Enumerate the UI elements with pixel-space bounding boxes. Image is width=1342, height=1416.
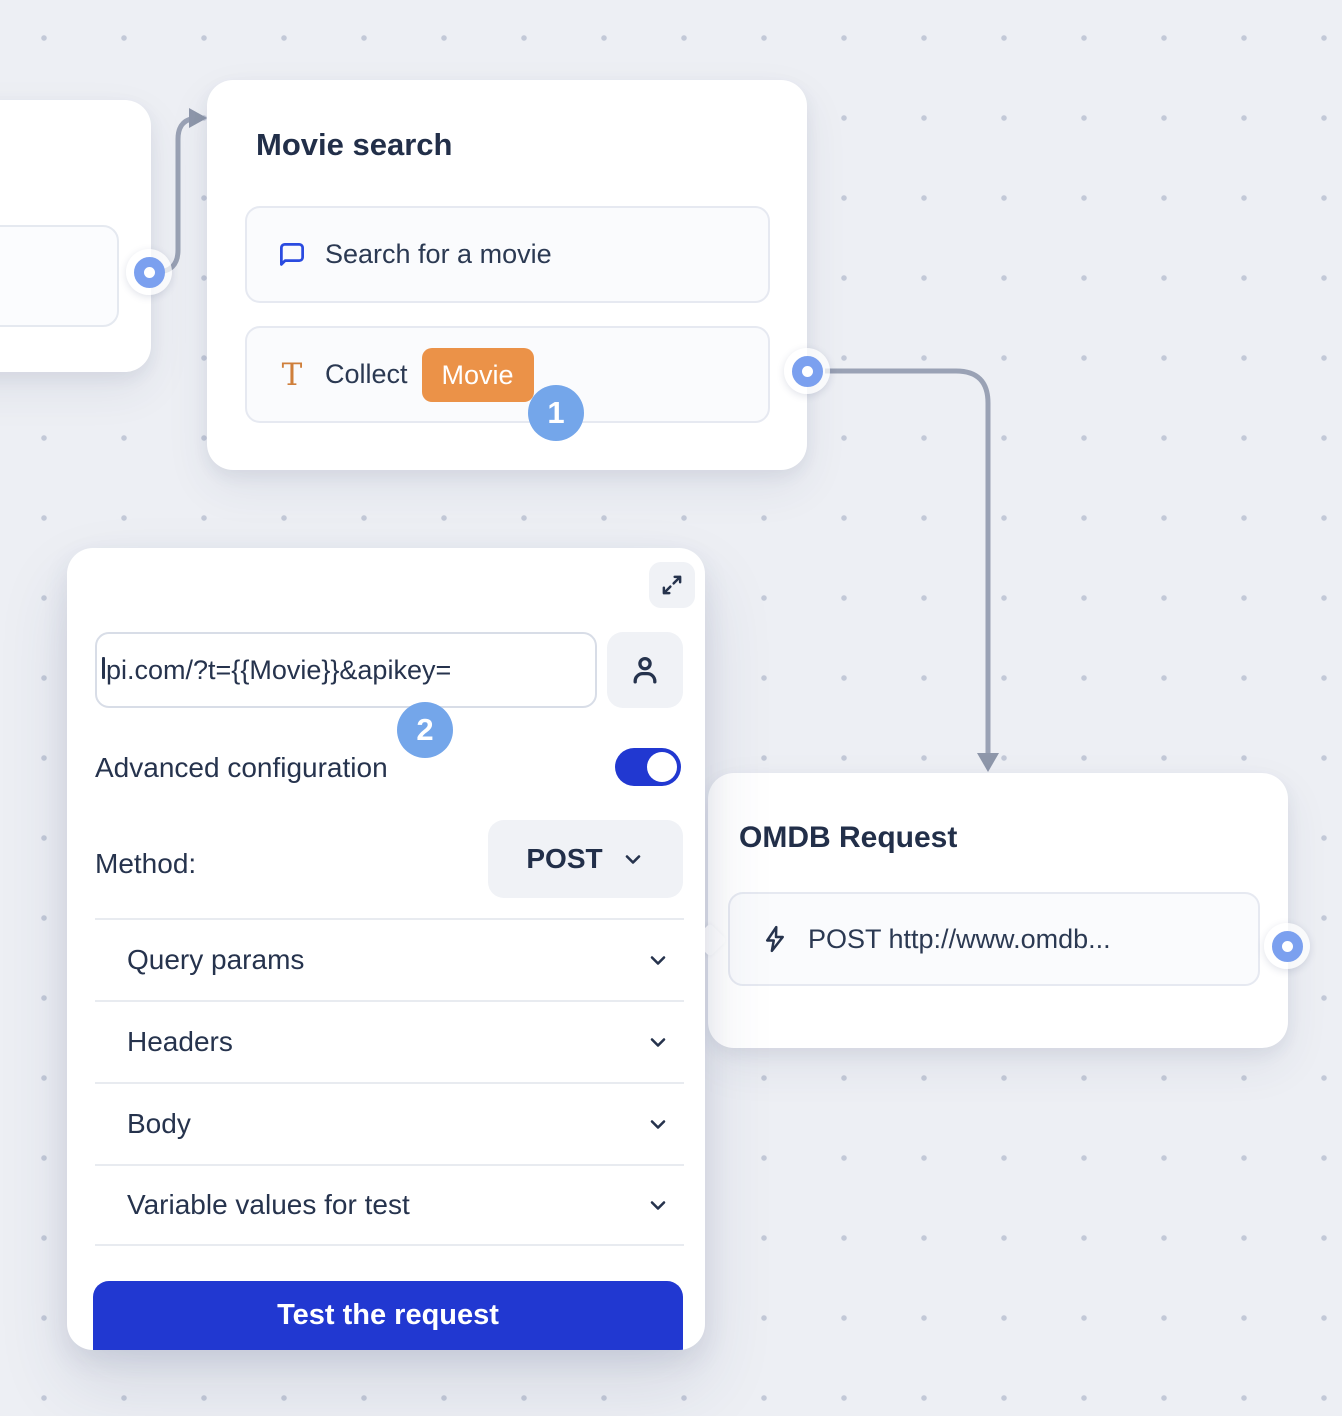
lightning-icon	[760, 924, 790, 954]
url-input-value: pi.com/?t={{Movie}}&apikey=	[106, 654, 452, 685]
test-request-button[interactable]: Test the request	[93, 1281, 683, 1350]
output-port[interactable]	[126, 249, 172, 295]
advanced-configuration-label: Advanced configuration	[95, 752, 388, 783]
chevron-down-icon	[650, 1201, 666, 1210]
section-query-params[interactable]: Query params	[95, 918, 684, 1000]
person-icon	[633, 656, 657, 684]
collect-variable-item[interactable]: T Collect Movie	[245, 326, 770, 423]
output-port[interactable]	[784, 348, 830, 394]
chevron-down-icon	[650, 1120, 666, 1129]
chevron-down-icon	[625, 855, 640, 864]
partial-node-item[interactable]	[0, 225, 119, 327]
variable-badge[interactable]: Movie	[421, 347, 534, 402]
config-sections: Query params Headers Body Variable value…	[95, 918, 684, 1246]
method-value: POST	[526, 843, 603, 874]
url-input[interactable]: pi.com/?t={{Movie}}&apikey=	[95, 632, 597, 708]
omdb-request-node[interactable]: OMDB Request POST http://www.omdb...	[693, 773, 1288, 1048]
search-message-item[interactable]: Search for a movie	[245, 206, 770, 303]
section-headers[interactable]: Headers	[95, 1000, 684, 1082]
expand-button[interactable]	[649, 562, 695, 608]
partial-node[interactable]	[0, 100, 151, 372]
method-label: Method:	[95, 848, 197, 879]
text-input-icon: T	[281, 356, 303, 393]
chevron-down-icon	[650, 1038, 666, 1047]
output-port[interactable]	[1264, 923, 1310, 969]
item-label: POST http://www.omdb...	[808, 923, 1111, 954]
step-badge-2: 2	[397, 702, 453, 758]
person-button[interactable]	[607, 632, 683, 708]
movie-search-node[interactable]: Movie search Search for a movie T Collec…	[207, 80, 807, 470]
request-editor-panel[interactable]: pi.com/?t={{Movie}}&apikey= 2 Advanced c…	[67, 548, 705, 1350]
advanced-configuration-toggle[interactable]	[615, 748, 681, 786]
step-badge-1: 1	[528, 385, 584, 441]
item-label: Collect	[325, 359, 408, 389]
toggle-knob	[647, 752, 677, 782]
item-label: Search for a movie	[325, 239, 552, 269]
section-variable-values[interactable]: Variable values for test	[95, 1164, 684, 1246]
node-title: OMDB Request	[739, 821, 958, 854]
method-dropdown[interactable]: POST	[488, 820, 683, 898]
chat-bubble-icon	[277, 240, 307, 270]
expand-icon	[662, 575, 682, 595]
section-body[interactable]: Body	[95, 1082, 684, 1164]
node-title: Movie search	[256, 127, 453, 162]
webhook-request-item[interactable]: POST http://www.omdb...	[728, 892, 1260, 986]
chevron-down-icon	[650, 956, 666, 965]
